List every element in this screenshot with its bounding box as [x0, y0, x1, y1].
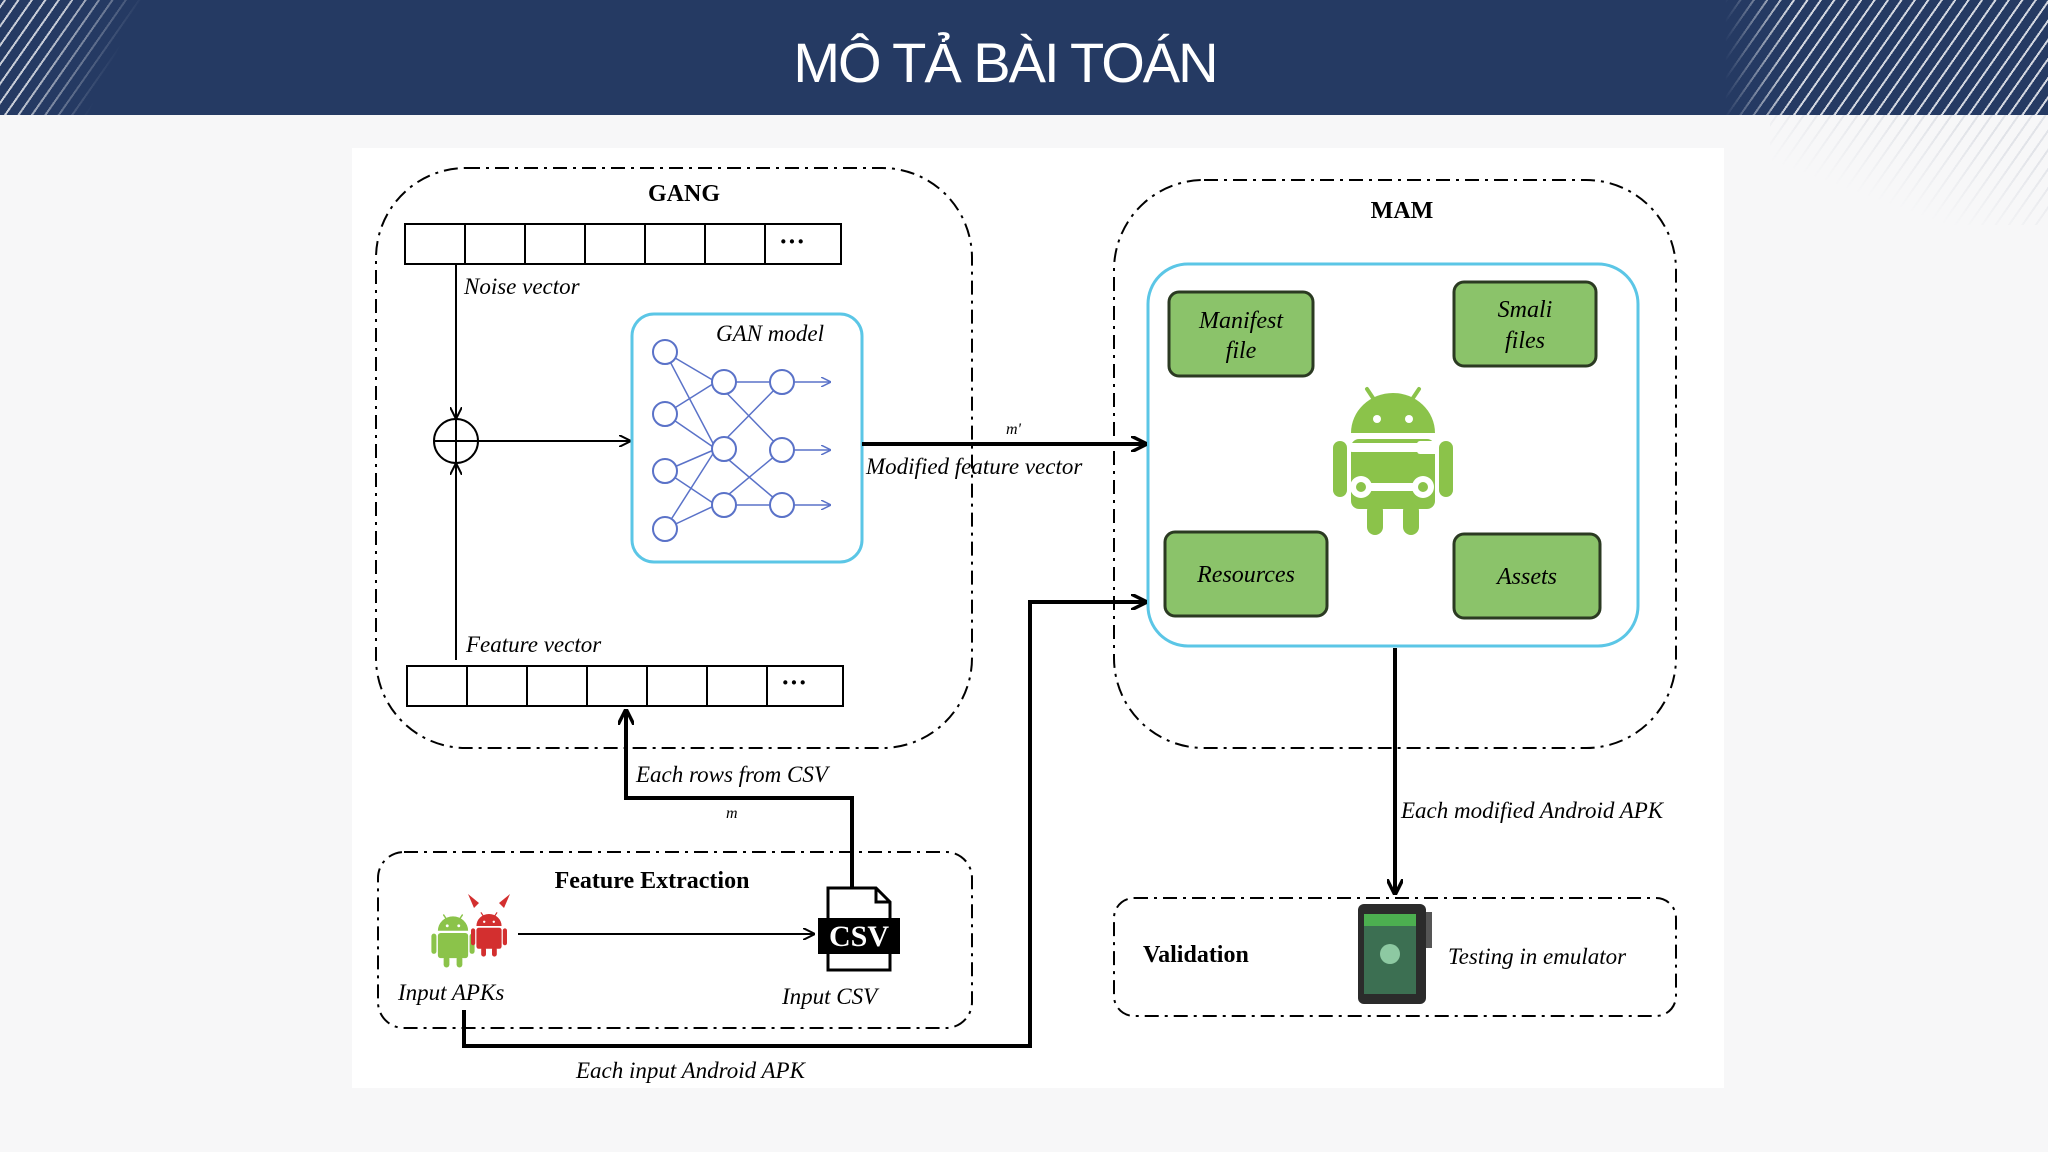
feature-vector-label: Feature vector	[465, 632, 602, 657]
header-banner: MÔ TẢ BÀI TOÁN	[0, 0, 2048, 115]
feature-extraction-container	[377, 851, 973, 1029]
decorative-stripes-faint	[1770, 115, 2048, 225]
feature-vector-ellipsis: ···	[781, 668, 807, 697]
neural-network-icon	[652, 339, 830, 542]
resources-box: Resources	[1163, 530, 1329, 618]
gan-model-label: GAN model	[716, 321, 824, 346]
input-apks-label: Input APKs	[397, 980, 504, 1005]
android-repair-icon	[1331, 387, 1455, 537]
csv-icon-text: CSV	[829, 920, 889, 953]
svg-text:Manifest: Manifest	[1198, 308, 1284, 334]
feature-extraction-title: Feature Extraction	[555, 868, 750, 894]
adder-symbol	[433, 418, 479, 464]
input-csv-label: Input CSV	[781, 984, 880, 1009]
csv-to-feature-vector-arrow	[626, 710, 854, 894]
noise-vector-ellipsis: ···	[779, 227, 805, 256]
testing-in-emulator-label: Testing in emulator	[1448, 944, 1627, 969]
m-label: m	[726, 805, 738, 822]
decorative-stripes-right	[1725, 0, 2048, 115]
phone-emulator-icon	[1358, 904, 1432, 1004]
m-prime-label: m'	[1006, 421, 1022, 438]
svg-text:Assets: Assets	[1495, 564, 1557, 590]
svg-text:Smali: Smali	[1498, 297, 1553, 323]
slide-title: MÔ TẢ BÀI TOÁN	[793, 31, 1218, 94]
mam-container	[1113, 179, 1677, 749]
decorative-stripes-left	[0, 0, 165, 115]
csv-file-icon: CSV	[818, 886, 900, 972]
validation-title: Validation	[1143, 942, 1249, 968]
gan-model-box	[630, 312, 864, 564]
smali-files-box: Smali files	[1452, 280, 1598, 368]
diagram-canvas: GANG ··· Noise vector GAN model	[352, 148, 1724, 1088]
each-rows-from-csv-label: Each rows from CSV	[635, 762, 831, 787]
each-modified-apk-label: Each modified Android APK	[1400, 798, 1665, 823]
input-apks-icon	[430, 894, 510, 969]
svg-text:Resources: Resources	[1196, 562, 1295, 588]
input-apk-to-mam-arrow	[462, 602, 1146, 1048]
modified-feature-vector-label: Modified feature vector	[865, 454, 1083, 479]
feature-vector: ···	[406, 665, 844, 707]
each-input-apk-label: Each input Android APK	[575, 1058, 807, 1083]
gang-container	[375, 167, 973, 749]
mam-title: MAM	[1371, 198, 1434, 224]
manifest-file-box: Manifest file	[1167, 290, 1315, 378]
gang-title: GANG	[648, 181, 720, 207]
svg-text:file: file	[1226, 338, 1257, 364]
svg-text:files: files	[1505, 328, 1545, 354]
noise-vector: ···	[404, 223, 842, 265]
noise-vector-label: Noise vector	[463, 274, 581, 299]
assets-box: Assets	[1452, 532, 1602, 620]
validation-container	[1113, 897, 1677, 1017]
architecture-diagram: GANG ··· Noise vector GAN model	[375, 167, 1677, 1083]
